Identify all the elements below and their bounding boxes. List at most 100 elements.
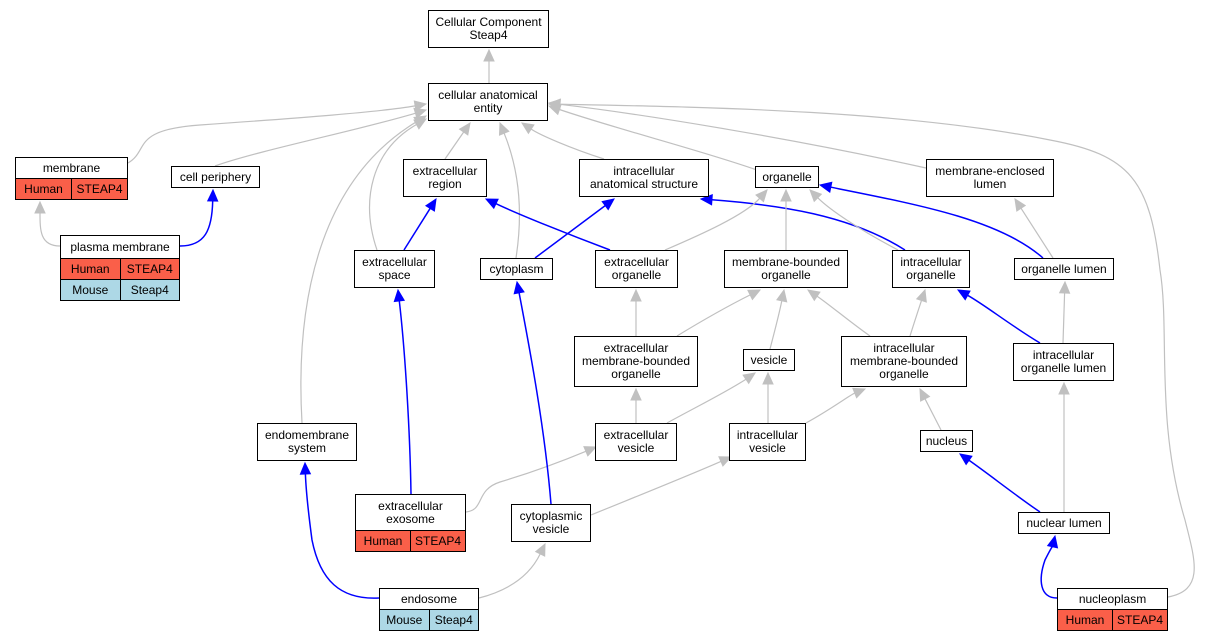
edge-is_a-nucleoplasm-to-cae: [559, 103, 1195, 598]
node-label: membrane: [42, 160, 101, 175]
edge-is_a-nucleus-to-intmembbound: [924, 398, 942, 431]
node-cae[interactable]: cellular anatomical entity: [428, 83, 548, 121]
edge-is_a-memencl-to-cae: [559, 103, 927, 169]
node-orglumen[interactable]: organelle lumen: [1014, 258, 1114, 280]
node-cytoves[interactable]: cytoplasmic vesicle: [511, 504, 591, 542]
arrowhead-icon: [413, 118, 428, 130]
arrowhead-icon: [1046, 534, 1059, 549]
arrowhead-icon: [299, 461, 312, 475]
edge-part_of-extorg-to-extreg: [495, 203, 611, 251]
node-label: cytoplasmic vesicle: [519, 509, 583, 536]
edge-part_of-intraorg-to-intracas: [711, 199, 906, 251]
node-endomem[interactable]: endomembrane system: [257, 423, 357, 461]
node-extves[interactable]: extracellular vesicle: [595, 423, 677, 461]
arrowhead-icon: [583, 446, 598, 457]
arrowhead-icon: [601, 198, 615, 211]
node-label: extracellular membrane-bounded organelle: [581, 341, 691, 381]
arrowhead-icon: [780, 188, 792, 202]
node-vesicle[interactable]: vesicle: [743, 349, 795, 371]
edge-part_of-cytoves-to-cytoplasm: [518, 292, 552, 505]
arrowhead-icon: [919, 387, 931, 402]
edge-is_a-endosome-to-cytoves: [478, 553, 541, 599]
arrowhead-icon: [630, 288, 642, 302]
edge-is_a-intracas-to-cae: [530, 128, 605, 160]
node-label: organelle: [762, 169, 812, 184]
arrowhead-icon: [498, 121, 510, 136]
edge-is_a-intves-to-intmembbound: [805, 392, 856, 424]
node-organelle[interactable]: organelle: [755, 166, 819, 188]
node-cellper[interactable]: cell periphery: [171, 166, 260, 188]
node-intraorg[interactable]: intracellular organelle: [892, 250, 970, 288]
arrowhead-icon: [742, 372, 757, 385]
node-nuclumen[interactable]: nuclear lumen: [1018, 512, 1110, 534]
node-intmembbound[interactable]: intracellular membrane-bounded organelle: [841, 336, 967, 387]
edge-is_a-vesicle-to-membbound: [769, 300, 783, 350]
gene-cell: STEAP4: [119, 259, 180, 279]
node-label: extracellular region: [412, 164, 478, 191]
node-membbound[interactable]: membrane-bounded organelle: [724, 250, 848, 288]
gene-cell: STEAP4: [1112, 610, 1167, 630]
edge-is_a-intraorg-to-organelle: [817, 197, 899, 251]
edge-is_a-membrane-to-cae: [127, 105, 416, 164]
edge-is_a-intmembbound-to-membbound: [816, 295, 871, 337]
edge-is_a-extspace-to-cae: [369, 123, 417, 251]
species-cell: Human: [70, 262, 110, 276]
node-intracas[interactable]: intracellular anatomical structure: [579, 159, 709, 197]
node-label: intracellular organelle: [900, 255, 962, 282]
node-label: cytoplasm: [489, 261, 544, 276]
species-cell: Human: [1065, 613, 1105, 627]
arrowhead-icon: [776, 288, 788, 303]
node-root[interactable]: Cellular Component Steap4: [428, 10, 549, 48]
edge-part_of-extexo-to-extspace: [398, 300, 412, 495]
edge-is_a-extves-to-vesicle: [666, 378, 747, 424]
node-label: Cellular Component Steap4: [435, 15, 542, 42]
node-label: extracellular organelle: [604, 255, 669, 282]
edge-is_a-endomem-to-cae: [300, 121, 417, 424]
node-extorg[interactable]: extracellular organelle: [595, 250, 678, 288]
node-label: intracellular organelle lumen: [1020, 348, 1107, 375]
arrowhead-icon: [513, 280, 525, 295]
node-label: membrane-bounded organelle: [731, 255, 841, 282]
node-intves[interactable]: intracellular vesicle: [729, 423, 806, 461]
node-memencl[interactable]: membrane-enclosed lumen: [926, 159, 1054, 197]
edge-is_a-extmembbound-to-membbound: [676, 294, 751, 337]
arrowhead-icon: [34, 200, 46, 214]
arrowhead-icon: [630, 387, 642, 401]
node-extreg[interactable]: extracellular region: [403, 159, 487, 197]
arrowhead-icon: [534, 542, 546, 557]
species-cell: Mouse: [386, 613, 423, 627]
node-label: extracellular vesicle: [603, 428, 669, 455]
node-extspace[interactable]: extracellular space: [354, 250, 435, 288]
edge-part_of-plasmamem-to-cellper: [179, 200, 214, 247]
gene-cell: Steap4: [119, 280, 180, 300]
edge-is_a-organelle-to-cae: [559, 108, 758, 171]
arrowhead-icon: [393, 288, 406, 303]
arrowhead-icon: [520, 122, 535, 135]
edge-part_of-cytoplasm-to-intracas: [534, 204, 606, 259]
node-cytoplasm[interactable]: cytoplasm: [480, 258, 553, 280]
node-extmembbound[interactable]: extracellular membrane-bounded organelle: [574, 336, 698, 387]
edge-is_a-orglumen-to-memencl: [1020, 207, 1054, 259]
edge-part_of-orglumen-to-organelle: [830, 186, 1044, 259]
node-label: cell periphery: [179, 169, 252, 184]
species-cell: Human: [363, 534, 403, 548]
edge-is_a-cytoplasm-to-cae: [503, 132, 521, 259]
node-label: membrane-enclosed lumen: [935, 164, 1045, 191]
node-label: extracellular space: [362, 255, 427, 282]
arrowhead-icon: [1058, 280, 1071, 294]
node-label: nucleoplasm: [1078, 591, 1147, 606]
node-label: intracellular anatomical structure: [589, 164, 699, 191]
edge-is_a-cytoves-to-intves: [590, 460, 722, 516]
node-nucleus[interactable]: nucleus: [920, 430, 973, 452]
node-intorglumen[interactable]: intracellular organelle lumen: [1013, 343, 1114, 381]
edge-part_of-extspace-to-extreg: [403, 207, 431, 251]
